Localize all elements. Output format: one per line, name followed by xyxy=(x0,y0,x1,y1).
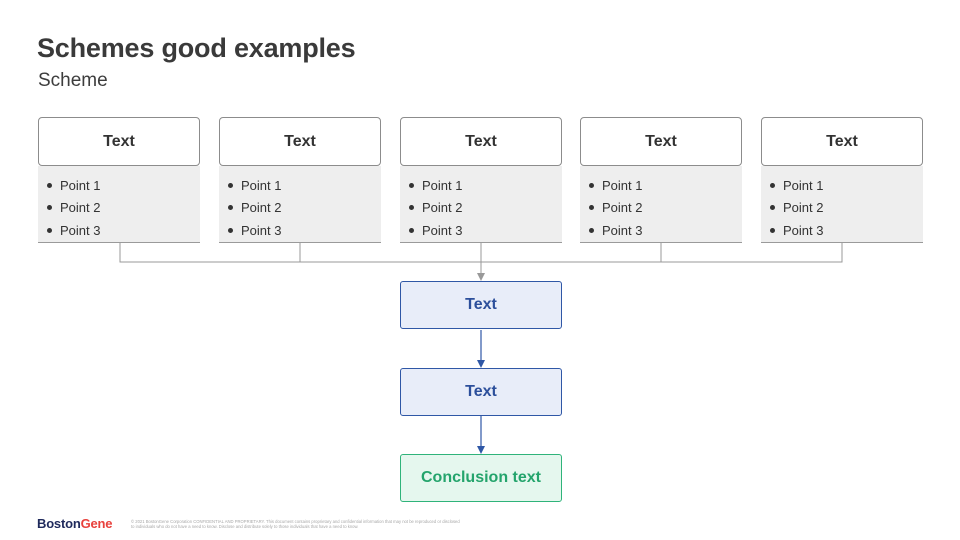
list-item: Point 2 xyxy=(38,197,200,220)
page-subtitle: Scheme xyxy=(38,70,108,91)
bullet-icon xyxy=(409,227,414,233)
bostongene-logo: BostonGene xyxy=(37,516,113,531)
card-points: Point 1 Point 2 Point 3 xyxy=(400,166,562,243)
conclusion-box: Conclusion text xyxy=(400,454,562,502)
card-header: Text xyxy=(580,117,742,166)
card-points: Point 1 Point 2 Point 3 xyxy=(761,166,923,243)
bullet-icon xyxy=(770,182,775,188)
card-header: Text xyxy=(761,117,923,166)
bullet-icon xyxy=(589,205,594,211)
card-header: Text xyxy=(219,117,381,166)
bullet-icon xyxy=(770,227,775,233)
source-card: Text Point 1 Point 2 Point 3 xyxy=(400,117,562,243)
list-item: Point 3 xyxy=(219,219,381,242)
bullet-icon xyxy=(589,182,594,188)
bullet-icon xyxy=(228,205,233,211)
card-points: Point 1 Point 2 Point 3 xyxy=(580,166,742,243)
list-item: Point 1 xyxy=(38,174,200,197)
list-item: Point 2 xyxy=(761,197,923,220)
bullet-icon xyxy=(409,182,414,188)
list-item: Point 2 xyxy=(219,197,381,220)
source-card: Text Point 1 Point 2 Point 3 xyxy=(38,117,200,243)
list-item: Point 3 xyxy=(761,219,923,242)
list-item: Point 1 xyxy=(219,174,381,197)
card-header: Text xyxy=(400,117,562,166)
list-item: Point 1 xyxy=(761,174,923,197)
card-points: Point 1 Point 2 Point 3 xyxy=(219,166,381,243)
list-item: Point 3 xyxy=(580,219,742,242)
card-header: Text xyxy=(38,117,200,166)
source-card: Text Point 1 Point 2 Point 3 xyxy=(580,117,742,243)
list-item: Point 3 xyxy=(400,219,562,242)
legal-disclaimer: © 2021 BostonGene Corporation CONFIDENTI… xyxy=(131,519,460,529)
card-points: Point 1 Point 2 Point 3 xyxy=(38,166,200,243)
page-title: Schemes good examples xyxy=(37,33,356,63)
bullet-icon xyxy=(47,182,52,188)
list-item: Point 2 xyxy=(400,197,562,220)
bullet-icon xyxy=(770,205,775,211)
bullet-icon xyxy=(47,205,52,211)
source-card: Text Point 1 Point 2 Point 3 xyxy=(761,117,923,243)
list-item: Point 2 xyxy=(580,197,742,220)
flow-step-2: Text xyxy=(400,368,562,416)
list-item: Point 1 xyxy=(400,174,562,197)
source-card: Text Point 1 Point 2 Point 3 xyxy=(219,117,381,243)
flow-step-1: Text xyxy=(400,281,562,329)
list-item: Point 3 xyxy=(38,219,200,242)
bullet-icon xyxy=(589,227,594,233)
bullet-icon xyxy=(228,227,233,233)
bullet-icon xyxy=(409,205,414,211)
list-item: Point 1 xyxy=(580,174,742,197)
bullet-icon xyxy=(47,227,52,233)
bullet-icon xyxy=(228,182,233,188)
